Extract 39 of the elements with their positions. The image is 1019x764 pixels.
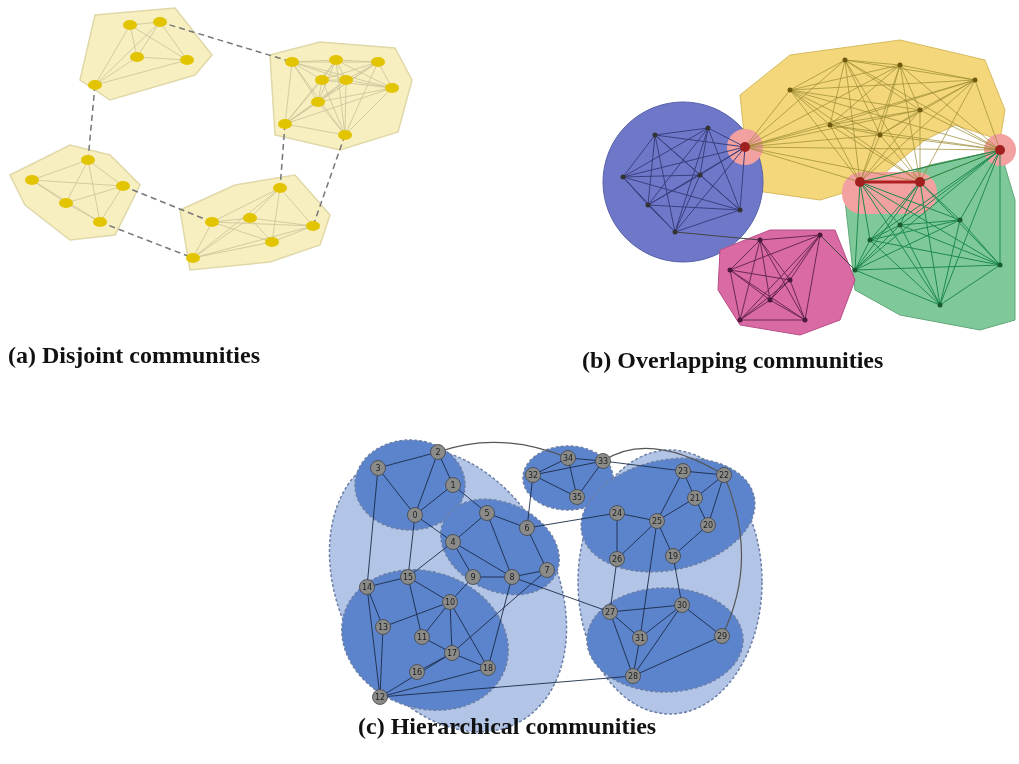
node-number: 32: [527, 470, 539, 480]
node-number: 12: [374, 692, 386, 702]
node-number: 35: [571, 492, 583, 502]
node-number: 30: [676, 600, 688, 610]
node-number: 8: [509, 572, 515, 582]
panel-caption: (a) Disjoint communities: [8, 342, 260, 369]
node-number: 24: [611, 508, 623, 518]
node-number: 4: [450, 537, 456, 547]
node-number: 0: [412, 510, 418, 520]
node-number: 19: [667, 551, 679, 561]
node-number: 26: [611, 554, 623, 564]
node-number: 33: [597, 456, 609, 466]
node-number: 15: [402, 572, 414, 582]
node-number: 29: [716, 631, 728, 641]
node-number: 10: [444, 597, 456, 607]
node-number: 1: [450, 480, 456, 490]
node-number: 27: [604, 607, 616, 617]
panel-caption: (c) Hierarchical communities: [358, 713, 657, 740]
node-number: 20: [702, 520, 714, 530]
node-number: 9: [470, 572, 476, 582]
node-number: 5: [484, 508, 490, 518]
node-number: 7: [544, 565, 550, 575]
node-number: 6: [524, 523, 530, 533]
node-number: 31: [634, 633, 646, 643]
node-number: 17: [446, 648, 458, 658]
node-number: 16: [411, 667, 423, 677]
node-number: 22: [718, 470, 730, 480]
node-number: 18: [482, 663, 494, 673]
node-number: 13: [377, 622, 389, 632]
node-number: 14: [361, 582, 373, 592]
node-number: 28: [627, 671, 639, 681]
node-number: 34: [562, 453, 574, 463]
node-number: 2: [435, 447, 441, 457]
panel-caption: (b) Overlapping communities: [582, 347, 884, 374]
node-number: 11: [416, 632, 428, 642]
node-number: 21: [689, 493, 701, 503]
node-number: 23: [677, 466, 689, 476]
node-number: 3: [375, 463, 381, 473]
node-number: 25: [651, 516, 663, 526]
